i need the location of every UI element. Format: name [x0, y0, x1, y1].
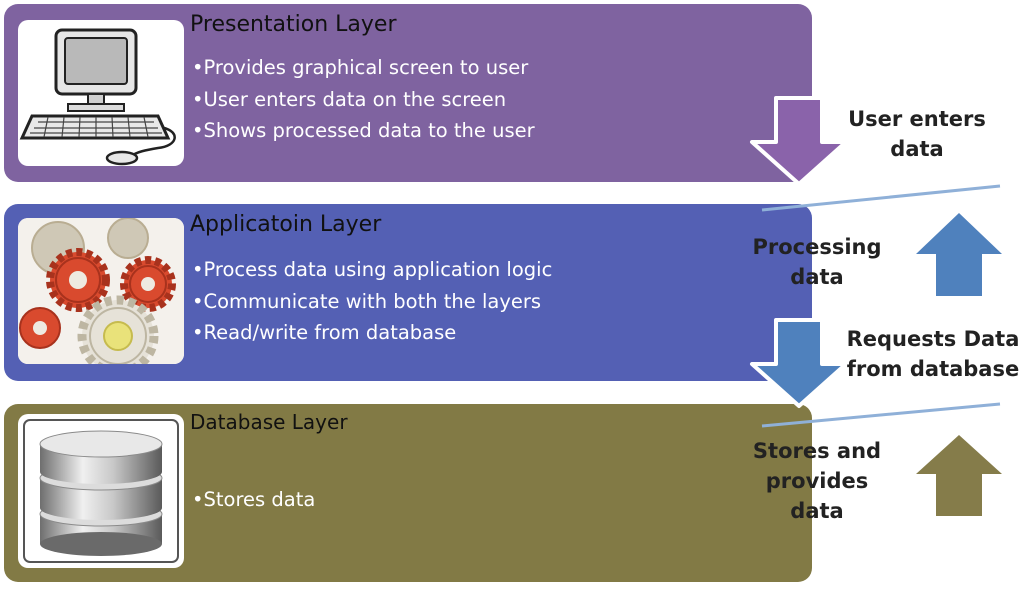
application-layer-panel: Applicatoin Layer •Process data using ap…	[4, 204, 812, 381]
bullet-item: •Read/write from database	[192, 321, 457, 344]
arrow-down-purple-icon	[750, 96, 848, 186]
bullet-item: •Communicate with both the layers	[192, 289, 542, 313]
computer-icon	[18, 20, 184, 166]
arrow-up-blue-icon	[916, 213, 1002, 296]
arrow-down-blue-icon	[750, 318, 848, 408]
label-user-enters-data: User enters data	[846, 104, 988, 164]
bullet-item: •Shows processed data to the user	[192, 119, 535, 142]
bullet-item: •Provides graphical screen to user	[192, 56, 529, 79]
application-layer-title: Applicatoin Layer	[190, 212, 382, 237]
bullet-item: •User enters data on the screen	[192, 87, 507, 111]
database-layer-panel: Database Layer •Stores data	[4, 404, 812, 582]
label-line: data	[790, 265, 844, 289]
label-line: from database	[846, 357, 1020, 381]
label-line: Stores and	[752, 439, 882, 463]
label-processing-data: Processing data	[750, 232, 884, 292]
label-line: Processing	[752, 235, 882, 259]
label-line: Requests Data	[846, 327, 1020, 351]
label-line: data	[790, 499, 844, 523]
arrow-up-olive-icon	[916, 435, 1002, 516]
presentation-layer-panel: Presentation Layer •Provides graphical s…	[4, 4, 812, 182]
database-layer-title: Database Layer	[190, 410, 348, 434]
label-line: provides	[765, 469, 869, 493]
label-requests-data: Requests Data from database	[842, 324, 1024, 384]
database-icon	[18, 414, 184, 568]
divider-line-lower	[761, 402, 1001, 428]
application-layer-bullets: •Process data using application logic •C…	[192, 254, 552, 349]
bullet-item: •Stores data	[192, 488, 316, 511]
gears-icon	[18, 218, 184, 364]
divider-line-upper	[761, 184, 1001, 212]
database-layer-bullets: •Stores data	[192, 484, 315, 516]
label-stores-provides-data: Stores and provides data	[748, 436, 886, 526]
presentation-layer-title: Presentation Layer	[190, 12, 397, 37]
label-line: data	[890, 137, 944, 161]
bullet-item: •Process data using application logic	[192, 258, 553, 281]
presentation-layer-bullets: •Provides graphical screen to user •User…	[192, 52, 535, 147]
label-line: User enters	[848, 107, 986, 131]
